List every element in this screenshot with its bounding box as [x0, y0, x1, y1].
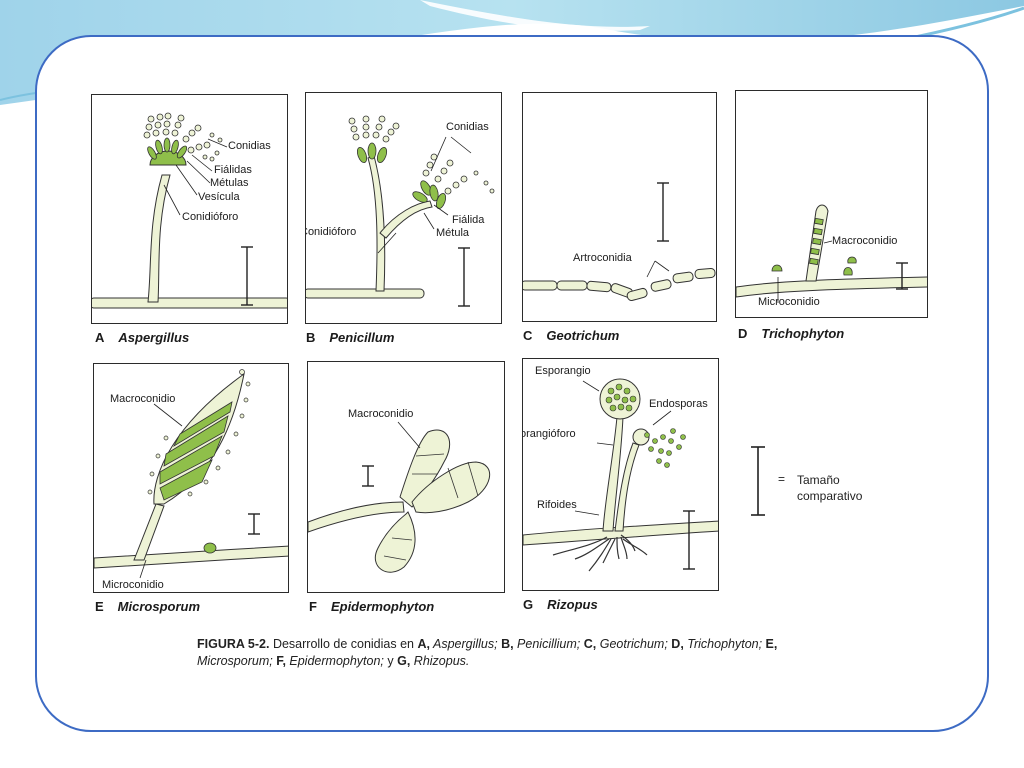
panel-rizopus: Esporangio Endosporas Esporangióforo Rif…	[522, 358, 719, 591]
label-conidias-b: Conidias	[446, 121, 489, 133]
trichophyton-drawing	[736, 204, 927, 303]
label-conidioforo: Conidióforo	[182, 211, 239, 223]
label-fialida: Fiálida	[452, 214, 485, 226]
label-macroconidio-f: Macroconidio	[348, 408, 414, 420]
legend-line-1: Tamaño	[797, 473, 840, 487]
panel-epidermophyton: Macroconidio	[307, 361, 505, 593]
label-microconidio-d: Microconidio	[758, 296, 820, 308]
label-fialidas: Fiálidas	[214, 164, 252, 176]
header-wave	[0, 0, 1024, 105]
microsporum-drawing	[94, 369, 288, 579]
aspergillus-drawing	[92, 112, 287, 309]
label-conidias: Conidias	[228, 140, 271, 152]
header-swoosh	[420, 0, 650, 31]
panel-aspergillus: Conidias Fiálidas Métulas Vesícula Conid…	[91, 94, 288, 324]
rizopus-drawing	[523, 378, 718, 572]
label-esporangio: Esporangio	[535, 365, 591, 377]
label-metula: Métula	[436, 227, 470, 239]
label-conidioforo-b: Conidióforo	[305, 226, 357, 238]
panel-microsporum: Macroconidio Microconidio	[93, 363, 289, 593]
panel-penicillum: Conidias Conidióforo Fiálida Métula	[305, 92, 502, 324]
legend-text: Tamaño comparativo	[797, 472, 862, 504]
label-rifoides: Rifoides	[537, 499, 577, 511]
caption-figure-number: FIGURA 5-2.	[197, 637, 270, 651]
panel-geotrichum: Artroconidia	[522, 92, 717, 322]
figure-caption: FIGURA 5-2. Desarrollo de conidias en A,…	[197, 637, 778, 668]
scale-bar-icon	[751, 446, 765, 516]
geotrichum-drawing	[523, 182, 716, 302]
label-artroconidia: Artroconidia	[573, 252, 632, 264]
caption-text: Desarrollo de conidias en	[269, 637, 418, 651]
label-microconidio-e: Microconidio	[102, 579, 164, 591]
panel-trichophyton: Macroconidio Microconidio	[735, 90, 928, 318]
label-metulas: Métulas	[210, 177, 249, 189]
label-macroconidio-d: Macroconidio	[832, 235, 898, 247]
label-endosporas: Endosporas	[649, 398, 708, 410]
label-esporangioforo: Esporangióforo	[522, 428, 576, 440]
epidermophyton-drawing	[308, 421, 491, 573]
label-vesicula: Vesícula	[198, 191, 240, 203]
legend-line-2: comparativo	[797, 489, 863, 503]
legend-equals: =	[778, 472, 786, 486]
penicillum-drawing	[306, 115, 495, 307]
label-macroconidio-e: Macroconidio	[110, 393, 176, 405]
